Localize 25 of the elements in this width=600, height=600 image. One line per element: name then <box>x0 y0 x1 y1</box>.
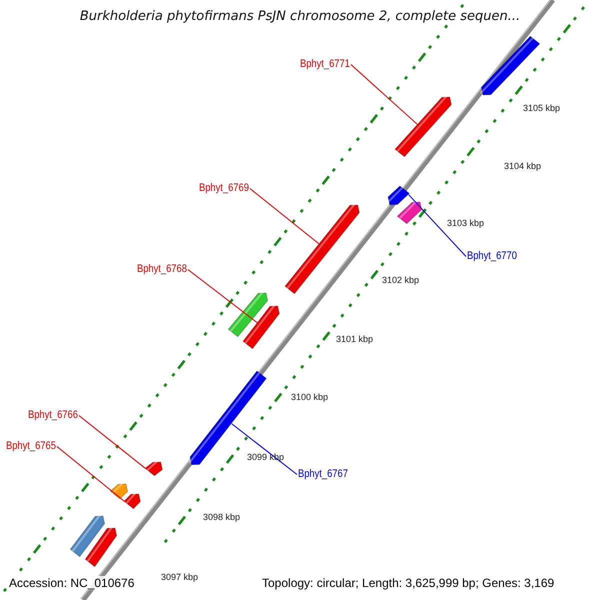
info-text: Accession: NC_010676 <box>9 576 134 590</box>
gene-label: Bphyt_6768 <box>137 263 187 276</box>
tick-label: 3101 kbp <box>336 334 374 345</box>
tick-label: 3097 kbp <box>161 572 198 583</box>
tick-label: 3105 kbp <box>523 103 560 114</box>
gene-label: Bphyt_6766 <box>28 409 78 422</box>
gene-label: Bphyt_6771 <box>300 58 350 71</box>
gene-label: Bphyt_6767 <box>298 468 348 481</box>
info-text: Topology: circular; Length: 3,625,999 bp; Genes: 3,169 <box>262 576 554 590</box>
tick-label: 3100 kbp <box>291 392 328 403</box>
leader-line <box>56 446 125 502</box>
tick-label: 3102 kbp <box>382 275 420 286</box>
leader-line <box>350 64 418 126</box>
gene-label: Bphyt_6770 <box>467 250 517 263</box>
leader-line <box>249 188 320 244</box>
gene-label: Bphyt_6769 <box>199 182 249 195</box>
tick-label: 3104 kbp <box>504 161 542 172</box>
gene-label: Bphyt_6765 <box>6 440 56 453</box>
leader-line <box>187 269 258 324</box>
title: Burkholderia phytofirmans PsJN chromosome 2, complete sequen... <box>80 9 520 24</box>
leader-line <box>408 194 466 257</box>
leader-line <box>231 423 298 475</box>
leader-line <box>78 415 146 469</box>
tick-label: 3103 kbp <box>447 218 484 229</box>
tick-label: 3098 kbp <box>203 512 240 523</box>
